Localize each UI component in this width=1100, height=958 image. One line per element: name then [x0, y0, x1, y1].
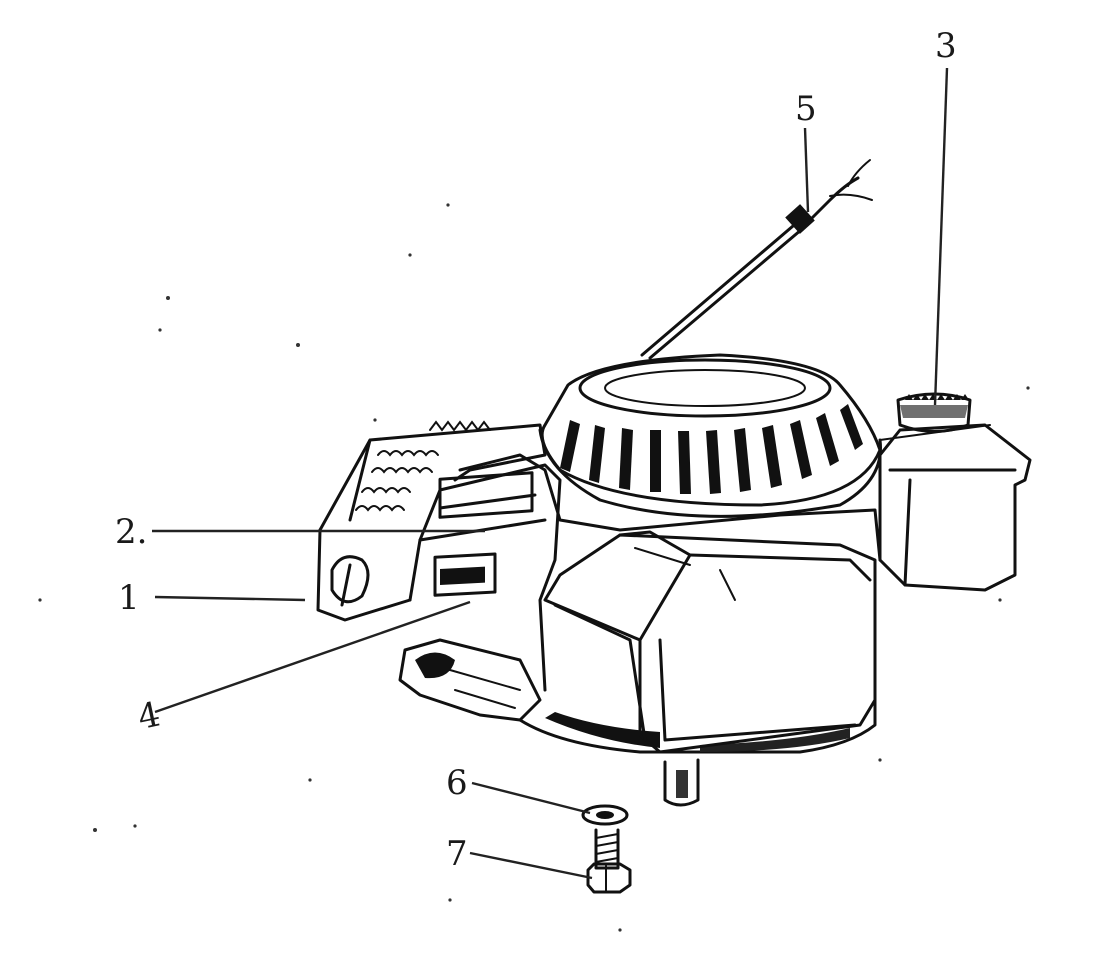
- callout-6: 6: [446, 763, 468, 803]
- leader-line-3: [933, 67, 949, 406]
- callout-numbers: 1 2. 3 4 5 6 7: [115, 26, 957, 874]
- callout-5: 5: [795, 89, 817, 129]
- callout-2: 2.: [115, 512, 147, 552]
- washer: [581, 804, 629, 826]
- cooling-fins: [355, 420, 491, 512]
- leader-line-4: [154, 600, 471, 714]
- starter-fins: [560, 404, 863, 494]
- callout-1: 1: [118, 578, 140, 618]
- leader-line-1: [154, 595, 306, 602]
- callout-3: 3: [935, 26, 957, 66]
- control-cable: [640, 159, 873, 360]
- leader-lines: [152, 67, 949, 880]
- leader-line-6: [471, 781, 591, 815]
- callout-7: 7: [446, 834, 468, 874]
- leader-line-5: [803, 127, 810, 213]
- bolt: [586, 828, 632, 894]
- scan-specks: [38, 203, 1030, 932]
- callout-4: 4: [134, 694, 163, 738]
- leader-line-7: [469, 851, 593, 880]
- engine-body: [316, 353, 1032, 807]
